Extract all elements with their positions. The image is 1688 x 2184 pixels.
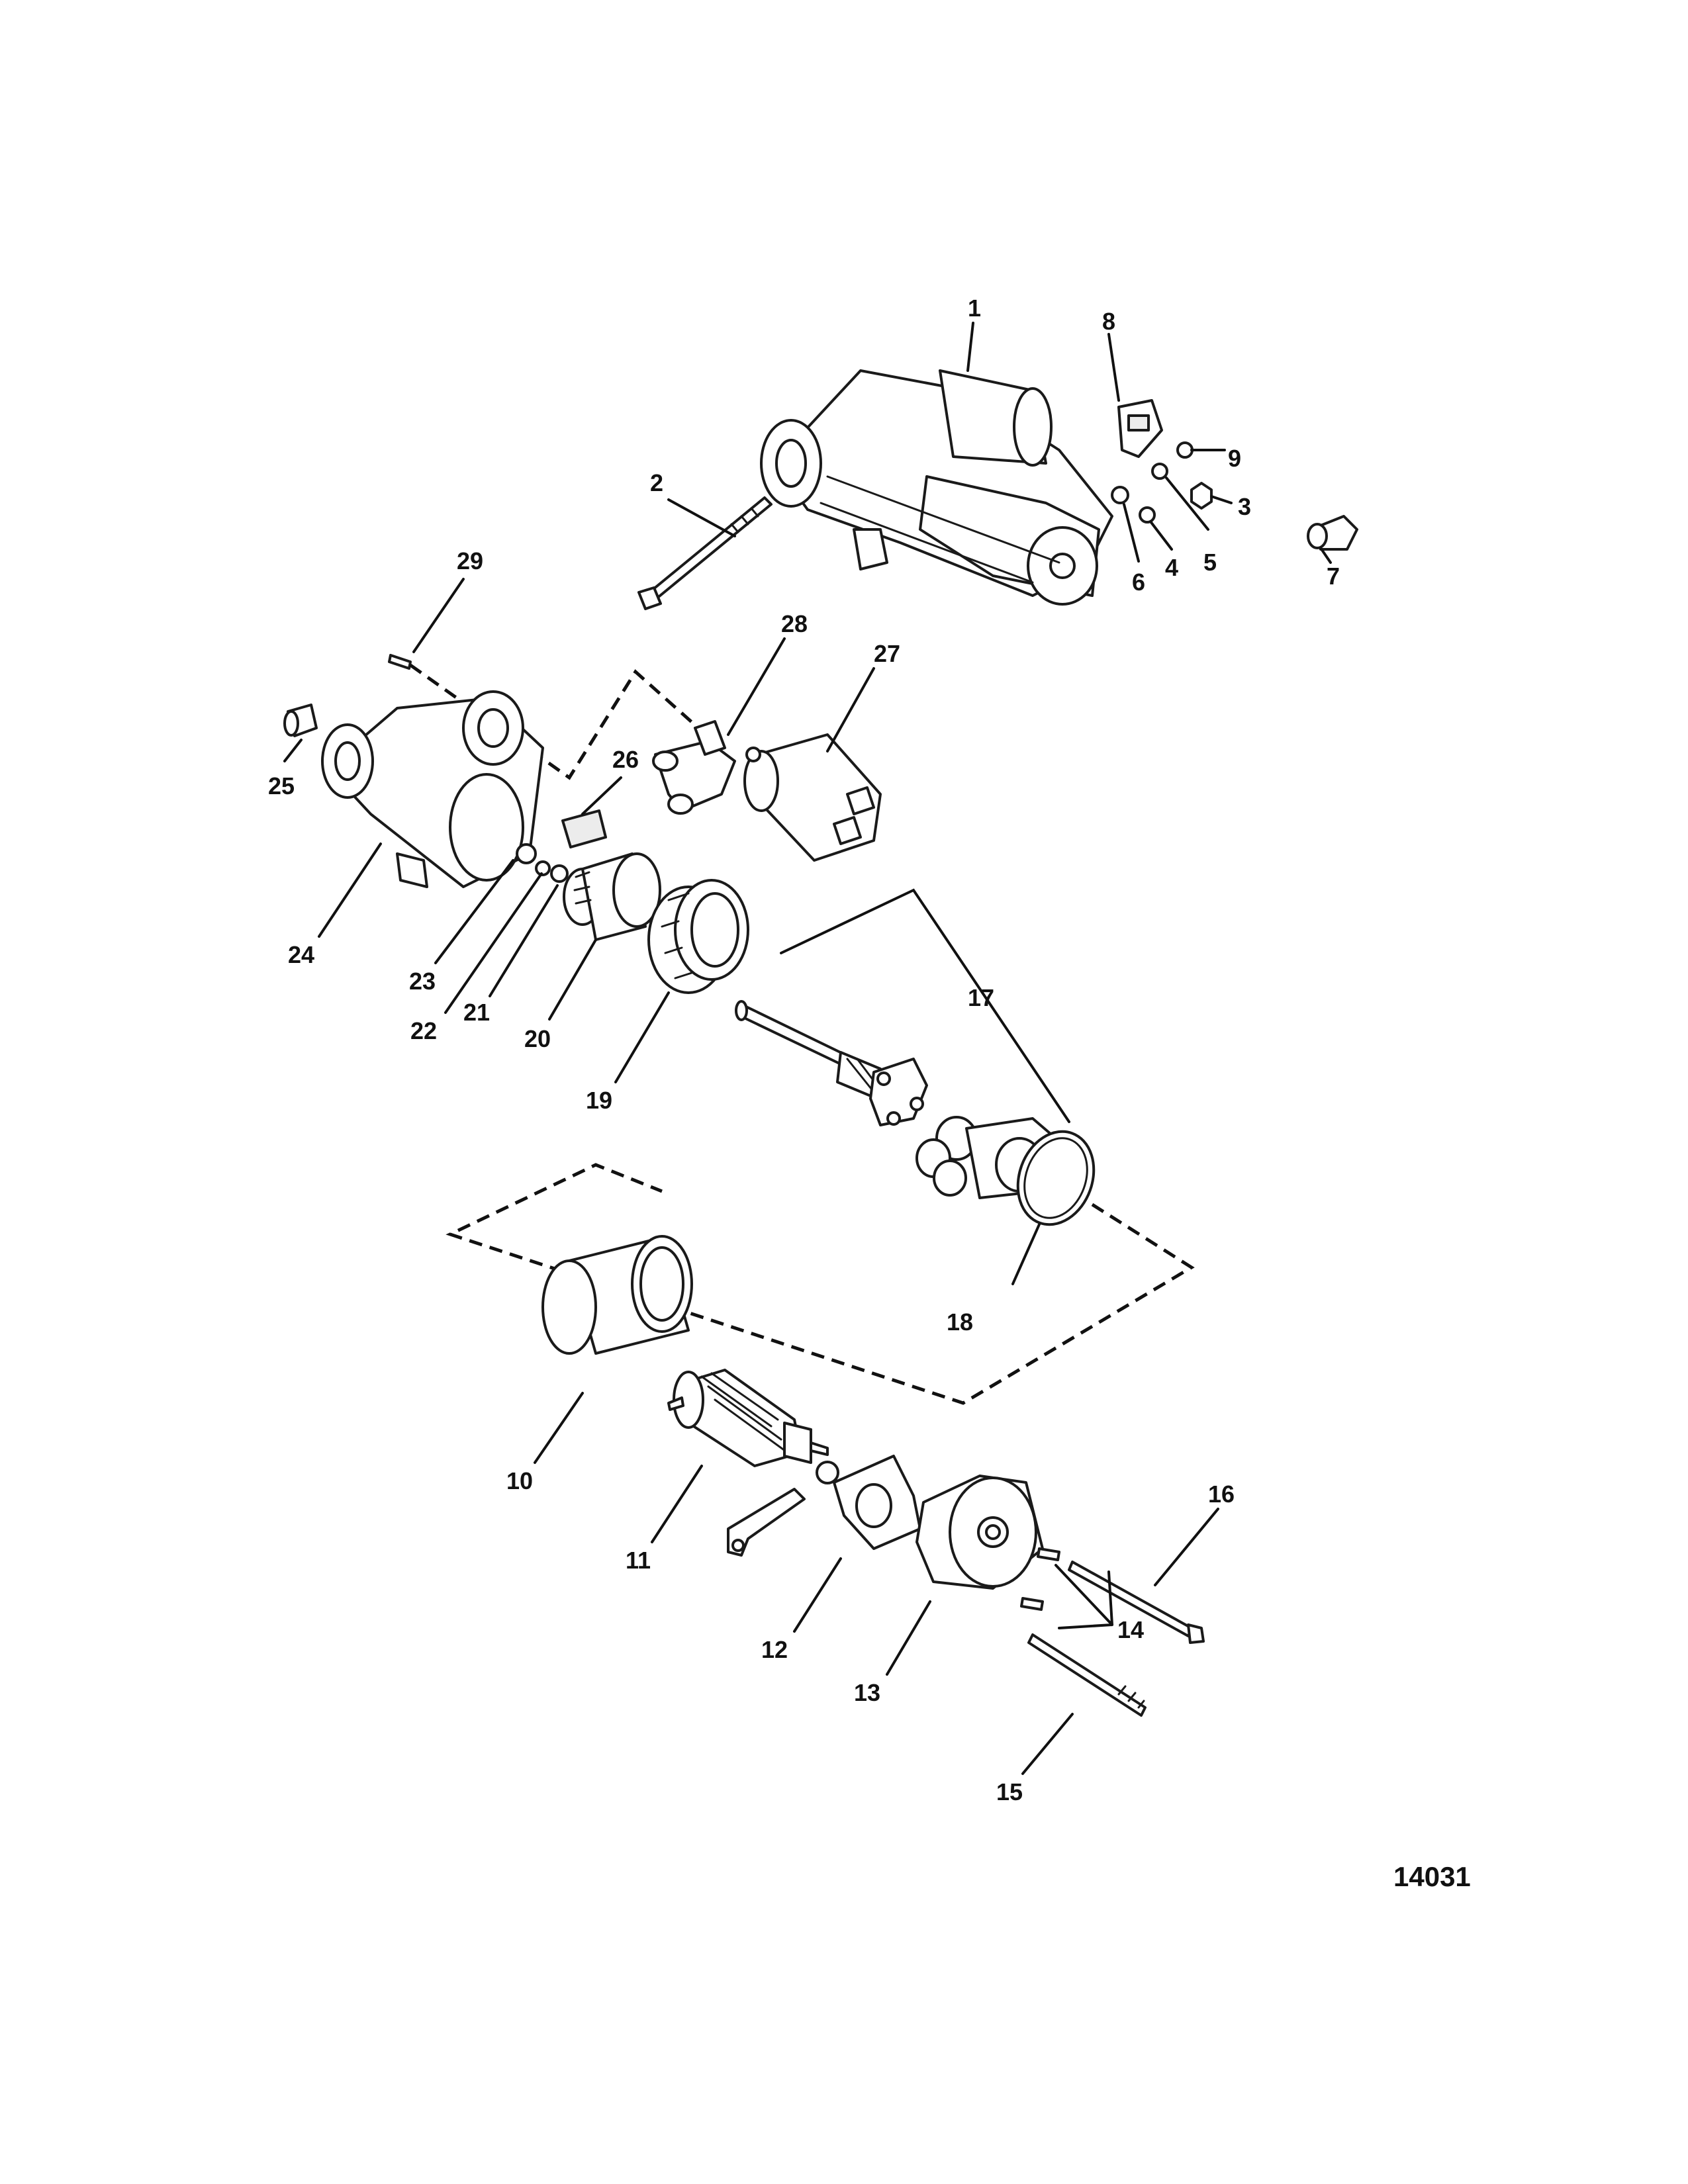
solenoid-27 xyxy=(743,733,882,862)
callout-5: 5 xyxy=(1203,549,1217,576)
callout-17: 17 xyxy=(968,984,994,1011)
callout-12: 12 xyxy=(761,1636,788,1663)
o-ring-18 xyxy=(1016,1130,1096,1226)
ring-21 xyxy=(550,864,569,883)
callout-25: 25 xyxy=(268,772,295,799)
leader-lines xyxy=(283,322,1332,1775)
callout-1: 1 xyxy=(968,295,981,322)
callout-13: 13 xyxy=(854,1679,880,1706)
callout-18: 18 xyxy=(947,1308,973,1336)
callout-21: 21 xyxy=(463,999,490,1026)
callout-27: 27 xyxy=(874,640,900,667)
small-screw-29 xyxy=(388,654,412,670)
nut-4 xyxy=(1139,506,1156,523)
field-frame-10 xyxy=(541,1235,693,1355)
washer-6 xyxy=(1111,486,1129,504)
retainer-22 xyxy=(535,860,551,876)
callout-22: 22 xyxy=(410,1017,437,1044)
armature-11 xyxy=(667,1369,829,1467)
callout-20: 20 xyxy=(524,1025,551,1052)
callout-4: 4 xyxy=(1165,554,1178,581)
dashed-guide-18 xyxy=(445,1163,1195,1405)
end-frame-13 xyxy=(915,1475,1044,1590)
lock-washer-9 xyxy=(1176,441,1194,459)
screw-14b xyxy=(1020,1597,1044,1611)
drive-clutch-20 xyxy=(563,852,661,941)
callout-labels: 1 2 3 4 5 6 7 8 9 10 11 12 13 14 15 16 1… xyxy=(268,295,1340,1805)
callout-14: 14 xyxy=(1117,1616,1144,1643)
terminal-boot xyxy=(1307,515,1358,551)
shift-lever-fork-28 xyxy=(652,720,736,815)
callout-24: 24 xyxy=(288,941,314,968)
figure-number: 14031 xyxy=(1393,1861,1471,1892)
washer-5 xyxy=(1151,463,1168,480)
callout-2: 2 xyxy=(650,469,663,496)
bushing-25 xyxy=(283,704,318,737)
starter-motor-assembly xyxy=(760,369,1113,606)
solenoid-cover-boot xyxy=(1117,399,1163,458)
callout-9: 9 xyxy=(1228,445,1241,472)
ring-gear-19 xyxy=(647,879,749,994)
brush-plate-26 xyxy=(561,809,607,848)
callout-19: 19 xyxy=(586,1087,612,1114)
callout-11: 11 xyxy=(626,1547,651,1574)
callout-7: 7 xyxy=(1327,563,1340,590)
callout-6: 6 xyxy=(1132,569,1145,596)
through-bolt-15 xyxy=(1027,1633,1147,1717)
callout-23: 23 xyxy=(409,968,436,995)
callout-8: 8 xyxy=(1102,308,1115,335)
callout-15: 15 xyxy=(996,1778,1023,1805)
screw-14a xyxy=(1037,1547,1060,1561)
nut-3 xyxy=(1190,482,1213,510)
callout-26: 26 xyxy=(612,746,639,773)
callout-10: 10 xyxy=(506,1467,533,1494)
brush-holder-12 xyxy=(727,1455,921,1557)
callout-29: 29 xyxy=(457,547,483,574)
callout-28: 28 xyxy=(781,610,808,637)
washer-23 xyxy=(516,843,537,864)
bracket-17 xyxy=(780,888,1070,1123)
through-bolt-16 xyxy=(1068,1561,1205,1644)
drive-housing-24 xyxy=(321,690,544,888)
through-bolt-long xyxy=(637,496,773,610)
callout-3: 3 xyxy=(1238,493,1251,520)
callout-16: 16 xyxy=(1208,1480,1235,1508)
